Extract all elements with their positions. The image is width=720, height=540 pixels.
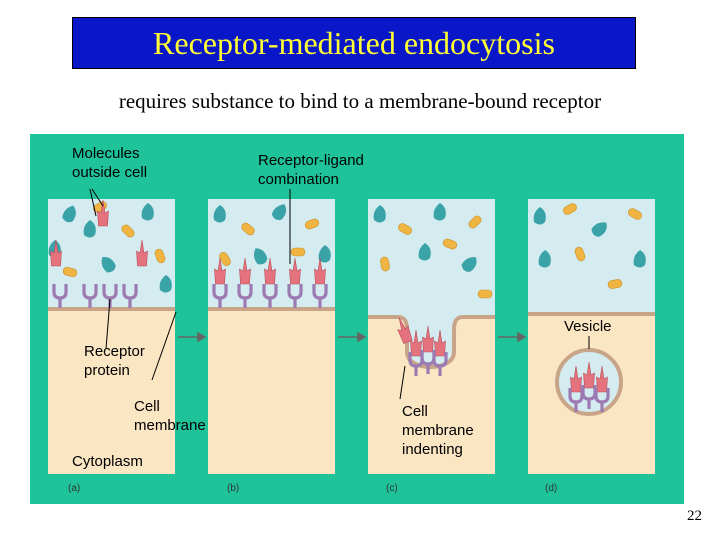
arrow-c-d [498,331,527,343]
panel-label-d: (d) [545,483,558,494]
title-banner: Receptor-mediated endocytosis [72,17,636,69]
panel-label-c: (c) [386,483,398,494]
panel-a [48,199,175,474]
label-molecules-outside-cell: Molecules outside cell [72,145,148,181]
label-receptor-protein: Receptor protein [84,343,145,379]
panel-b [208,199,335,474]
panel-c [368,199,495,474]
label-cell-membrane-indenting: Cell membrane indenting [402,403,474,458]
figure-drawing [48,188,655,474]
page-number: 22 [687,508,702,524]
panel-d [528,199,655,474]
label-cytoplasm: Cytoplasm [72,453,143,470]
endocytosis-figure: Molecules outside cell Receptor-ligand c… [30,134,684,504]
label-vesicle: Vesicle [564,318,612,335]
label-cell-membrane: Cell membrane [134,398,206,434]
slide-subtitle: requires substance to bind to a membrane… [118,89,602,113]
panel-label-a: (a) [68,483,81,494]
slide-title: Receptor-mediated endocytosis [153,25,555,61]
leader-lines [89,188,590,400]
arrow-b-c [338,331,367,343]
arrow-a-b [178,331,207,343]
panel-label-b: (b) [227,483,240,494]
label-receptor-ligand: Receptor-ligand combination [258,152,364,188]
